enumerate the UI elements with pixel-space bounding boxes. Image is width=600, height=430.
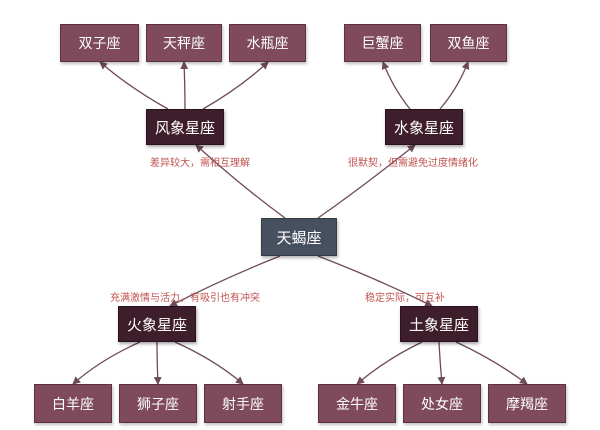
edge-fire-aries [72, 341, 141, 385]
edge-root-water [317, 144, 416, 219]
leaf-node-virgo: 处女座 [403, 384, 481, 423]
leaf-node-leo: 狮子座 [119, 384, 197, 423]
group-node-earth: 土象星座 [400, 306, 478, 342]
root-node-scorpio: 天蝎座 [261, 218, 337, 256]
leaf-node-pisces: 双鱼座 [430, 24, 507, 62]
edge-water-cancer [381, 61, 411, 110]
edge-earth-taurus [356, 341, 423, 385]
edge-air-gemini [99, 61, 169, 110]
leaf-node-sagittarius: 射手座 [204, 384, 282, 423]
leaf-node-cancer: 巨蟹座 [344, 24, 421, 62]
group-note-earth: 稳定实际，可互补 [365, 293, 445, 304]
group-note-air: 差异较大，需相互理解 [150, 158, 250, 169]
group-node-air: 风象星座 [146, 109, 224, 145]
leaf-node-aquarius: 水瓶座 [229, 24, 306, 62]
leaf-node-aries: 白羊座 [34, 384, 112, 423]
edge-air-libra [180, 61, 189, 110]
group-node-fire: 火象星座 [118, 306, 196, 342]
edge-root-air [195, 144, 286, 219]
leaf-node-libra: 天秤座 [146, 24, 222, 62]
edge-air-aquarius [202, 61, 269, 110]
leaf-node-taurus: 金牛座 [318, 384, 396, 423]
group-note-water: 很默契，但需避免过度情绪化 [348, 158, 478, 169]
edge-earth-virgo [437, 341, 446, 385]
group-node-water: 水象星座 [385, 109, 463, 145]
edge-earth-capricorn [455, 341, 528, 385]
edge-water-pisces [439, 61, 470, 110]
leaf-node-capricorn: 摩羯座 [488, 384, 566, 423]
leaf-node-gemini: 双子座 [60, 24, 139, 62]
edge-fire-sagittarius [174, 341, 244, 385]
edge-fire-leo [153, 341, 162, 385]
edge-root-fire [169, 255, 281, 307]
edge-root-earth [317, 255, 433, 307]
group-note-fire: 充满激情与活力，有吸引也有冲突 [110, 293, 260, 304]
